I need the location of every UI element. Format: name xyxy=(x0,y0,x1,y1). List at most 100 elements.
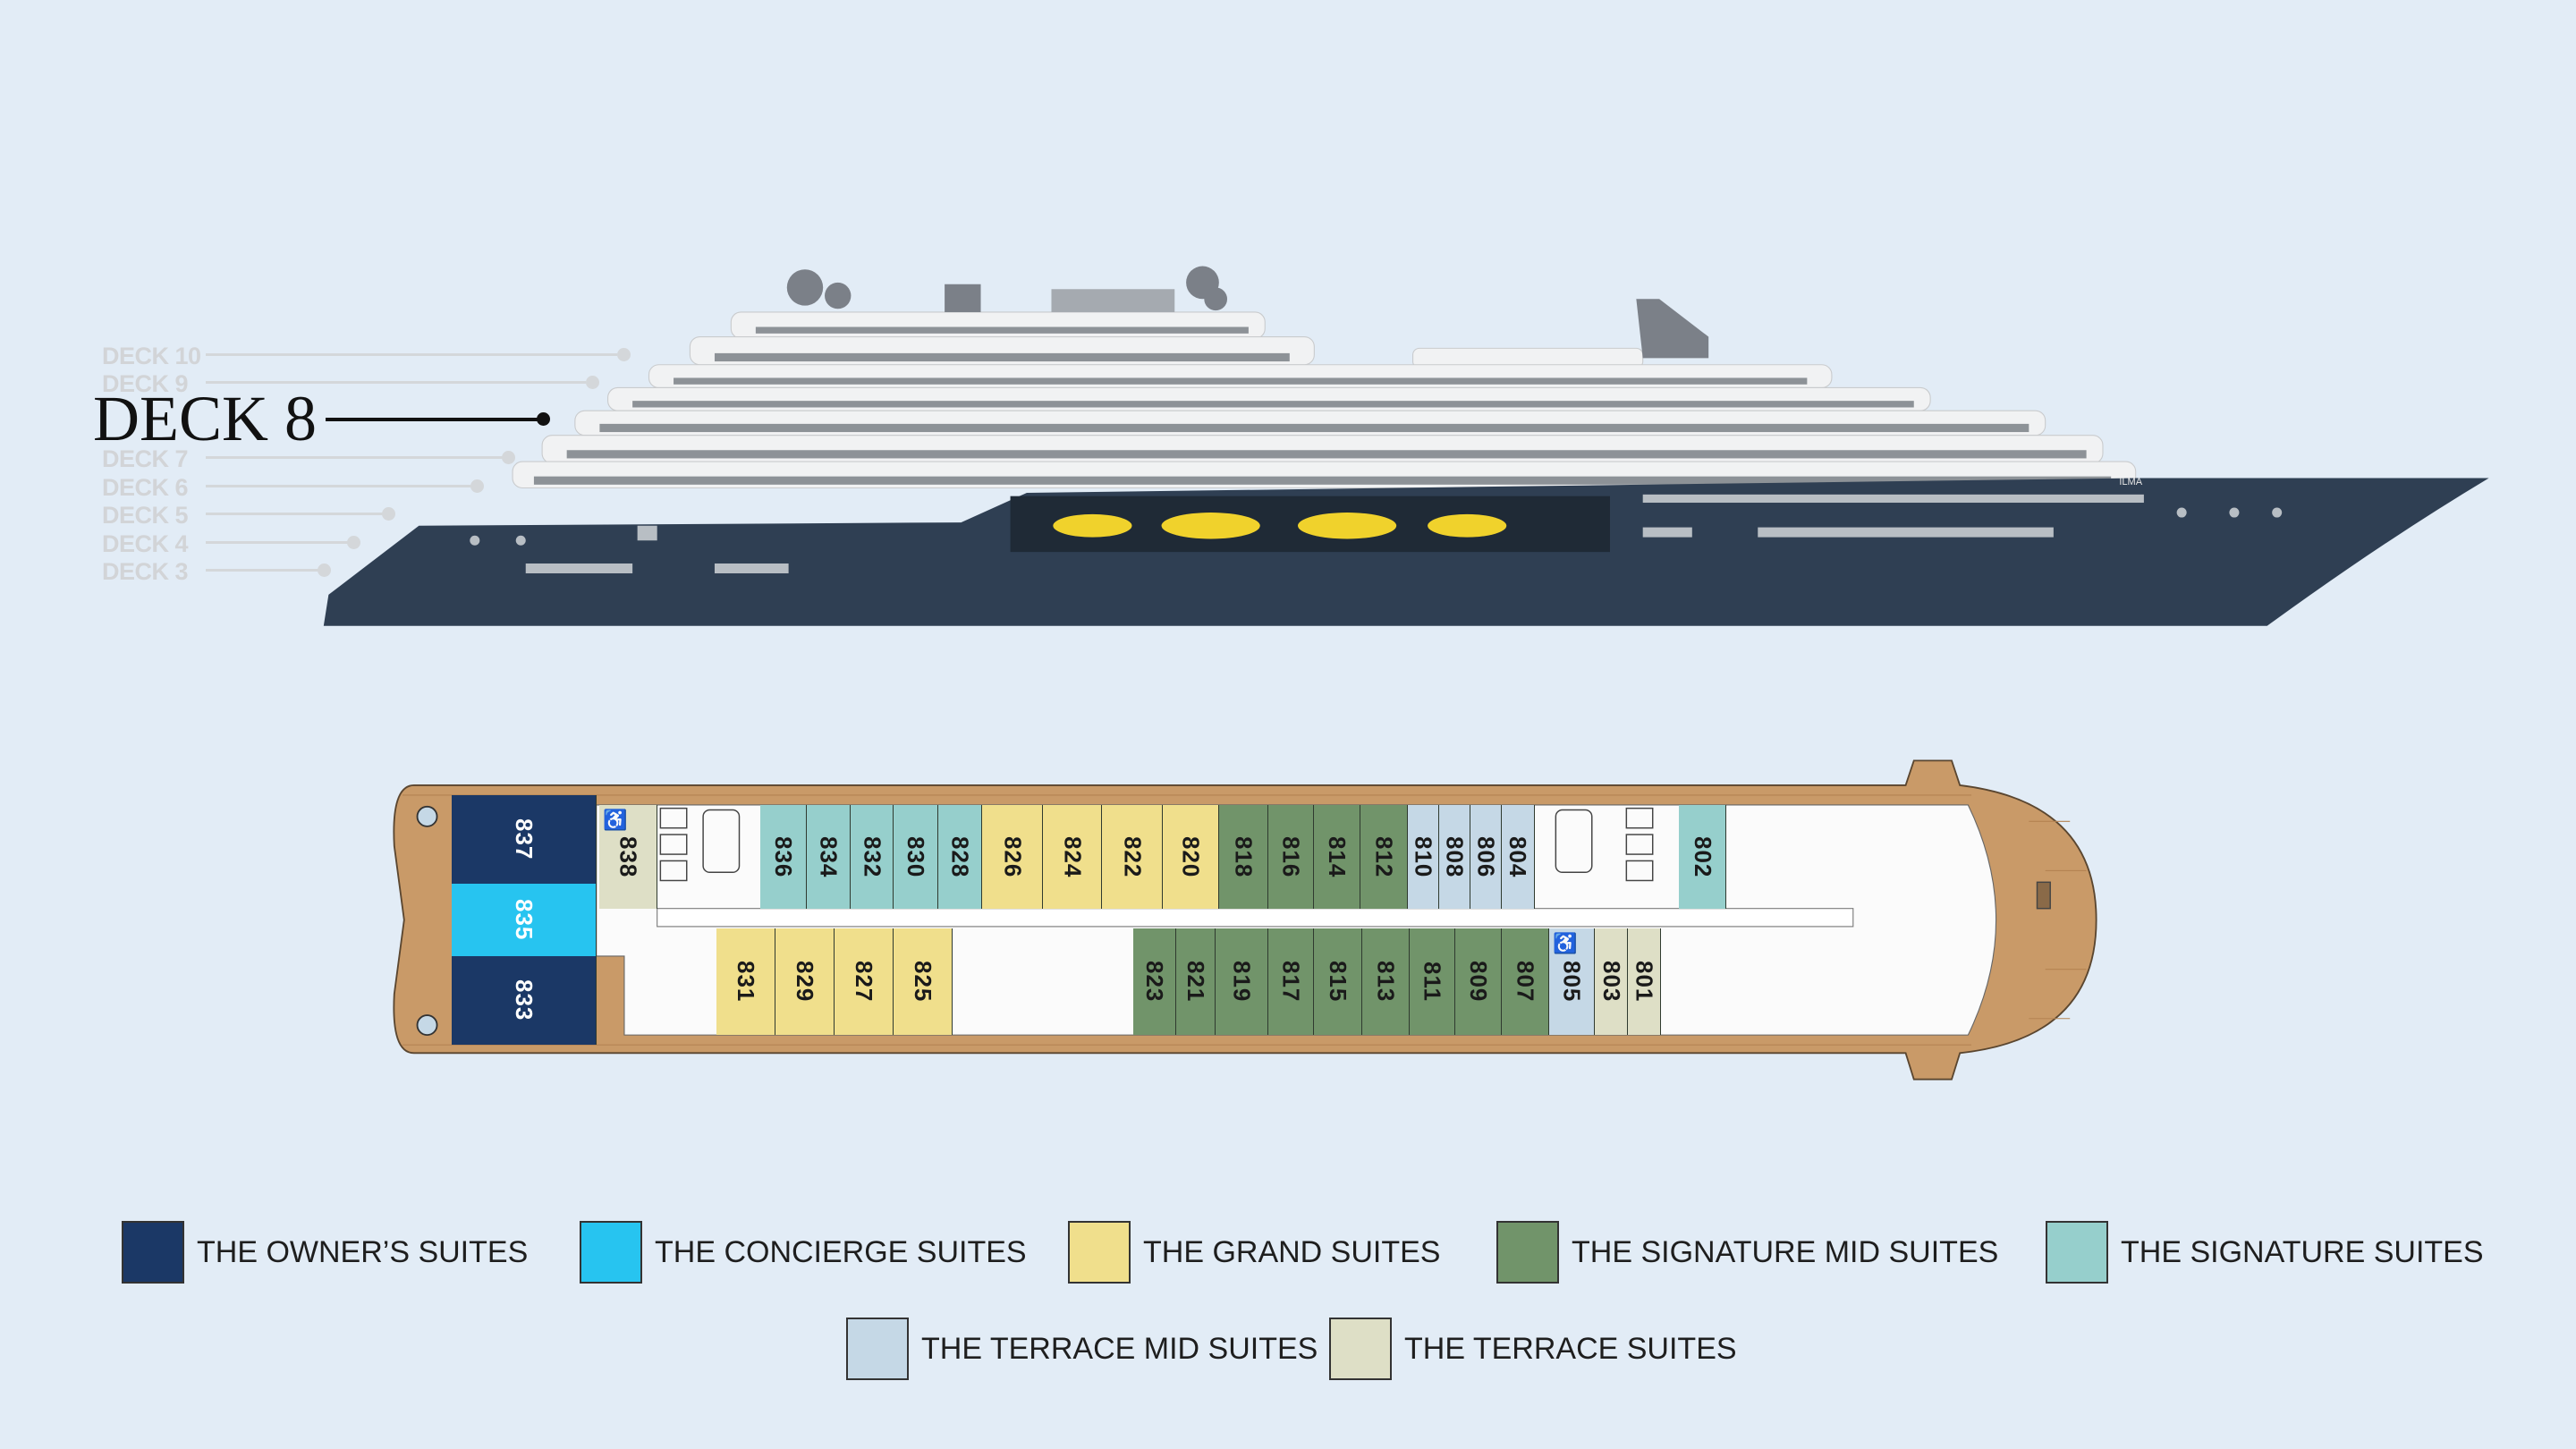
cabin-number: 811 xyxy=(1419,961,1446,1002)
cabin-814[interactable]: 814 xyxy=(1314,805,1360,909)
cabin-818[interactable]: 818 xyxy=(1218,805,1268,909)
legend-item-signature-mid: THE SIGNATURE MID SUITES xyxy=(1496,1221,1998,1284)
cabin-number: 822 xyxy=(1119,835,1147,878)
deck-9-dot[interactable] xyxy=(586,376,599,389)
cabin-834[interactable]: 834 xyxy=(806,805,852,909)
cabin-number: 812 xyxy=(1370,835,1398,878)
cabin-number: 832 xyxy=(859,835,886,878)
deck-6-dot[interactable] xyxy=(470,479,484,493)
deck-10-dot[interactable] xyxy=(617,348,631,361)
cabin-837[interactable]: 837 xyxy=(452,794,597,885)
cabin-801[interactable]: 801 xyxy=(1628,928,1661,1036)
cabin-812[interactable]: 812 xyxy=(1360,805,1409,909)
cabin-831[interactable]: 831 xyxy=(716,928,775,1036)
swatch-signature xyxy=(2046,1221,2108,1284)
cabin-827[interactable]: 827 xyxy=(835,928,894,1036)
swatch-signature-mid xyxy=(1496,1221,1559,1284)
cabin-821[interactable]: 821 xyxy=(1176,928,1216,1036)
domes xyxy=(786,266,1709,359)
stairs-and-elevators xyxy=(659,807,2051,910)
cabin-number: 835 xyxy=(510,899,538,941)
deck-3-dot[interactable] xyxy=(318,564,331,577)
legend-label: THE GRAND SUITES xyxy=(1143,1234,1441,1269)
deck-3-link[interactable]: DECK 3 xyxy=(102,558,189,585)
deck-8-line xyxy=(326,418,544,421)
deck-4-link[interactable]: DECK 4 xyxy=(102,530,189,557)
cabin-835[interactable]: 835 xyxy=(452,884,597,956)
cabin-825[interactable]: 825 xyxy=(894,928,953,1036)
cabin-806[interactable]: 806 xyxy=(1470,805,1502,909)
deck-5-dot[interactable] xyxy=(382,507,395,521)
cabin-number: 801 xyxy=(1631,961,1658,1003)
cabin-number: 803 xyxy=(1597,961,1625,1003)
cabin-810[interactable]: 810 xyxy=(1408,805,1439,909)
window-bands xyxy=(533,326,2112,485)
cabin-number: 821 xyxy=(1182,961,1210,1003)
legend-item-owners: THE OWNER’S SUITES xyxy=(122,1221,528,1284)
ship-name: ILMA xyxy=(2119,477,2142,487)
cabin-823[interactable]: 823 xyxy=(1133,928,1177,1036)
deck-7-link[interactable]: DECK 7 xyxy=(102,445,189,472)
legend-label: THE SIGNATURE SUITES xyxy=(2121,1234,2484,1269)
cabin-number: 809 xyxy=(1465,961,1493,1003)
cabin-number: 829 xyxy=(791,961,818,1003)
cabin-number: 824 xyxy=(1059,835,1087,878)
cabin-824[interactable]: 824 xyxy=(1043,805,1103,909)
cabin-number: 823 xyxy=(1141,961,1169,1003)
cabin-817[interactable]: 817 xyxy=(1267,928,1315,1036)
deck-9-link[interactable]: DECK 9 xyxy=(102,370,189,397)
cabin-811[interactable]: 811 xyxy=(1409,928,1456,1036)
cabin-number: 825 xyxy=(910,961,937,1003)
cabin-836[interactable]: 836 xyxy=(760,805,807,909)
lifeboats xyxy=(1053,513,1507,539)
cabin-816[interactable]: 816 xyxy=(1267,805,1315,909)
cabin-number: 819 xyxy=(1228,961,1256,1003)
cabin-829[interactable]: 829 xyxy=(775,928,835,1036)
cabin-number: 814 xyxy=(1324,835,1352,878)
legend-label: THE TERRACE MID SUITES xyxy=(921,1331,1318,1366)
cabin-819[interactable]: 819 xyxy=(1216,928,1268,1036)
cabin-804[interactable]: 804 xyxy=(1501,805,1535,909)
legend-item-terrace: THE TERRACE SUITES xyxy=(1329,1318,1737,1380)
deck-4-dot[interactable] xyxy=(347,536,360,549)
deck-5-line xyxy=(206,513,385,515)
accessible-icon: ♿ xyxy=(603,809,628,831)
cabin-808[interactable]: 808 xyxy=(1438,805,1470,909)
cabin-815[interactable]: 815 xyxy=(1314,928,1362,1036)
cabin-807[interactable]: 807 xyxy=(1501,928,1550,1036)
legend-label: THE SIGNATURE MID SUITES xyxy=(1572,1234,1999,1269)
deck-4-line xyxy=(206,541,349,544)
cabin-803[interactable]: 803 xyxy=(1595,928,1629,1036)
deck-8-current: DECK 8 xyxy=(93,383,317,454)
cabin-838[interactable]: 838♿ xyxy=(599,805,657,909)
cabin-833[interactable]: 833 xyxy=(452,955,597,1046)
cabin-number: 830 xyxy=(902,835,929,878)
legend-item-signature: THE SIGNATURE SUITES xyxy=(2046,1221,2484,1284)
cabin-number: 806 xyxy=(1472,835,1500,878)
cabin-832[interactable]: 832 xyxy=(851,805,894,909)
legend-item-concierge: THE CONCIERGE SUITES xyxy=(580,1221,1027,1284)
cabin-number: 818 xyxy=(1230,835,1258,878)
cabin-830[interactable]: 830 xyxy=(894,805,938,909)
deck-7-dot[interactable] xyxy=(502,451,515,464)
accessible-icon: ♿ xyxy=(1553,931,1578,954)
legend-label: THE TERRACE SUITES xyxy=(1404,1331,1737,1366)
cabin-826[interactable]: 826 xyxy=(982,805,1044,909)
cabin-820[interactable]: 820 xyxy=(1163,805,1219,909)
deck-9-line xyxy=(206,381,586,384)
cabin-number: 816 xyxy=(1277,835,1305,878)
cabin-822[interactable]: 822 xyxy=(1102,805,1164,909)
deck-10-link[interactable]: DECK 10 xyxy=(102,343,201,369)
cabin-number: 827 xyxy=(851,961,878,1003)
deck-5-link[interactable]: DECK 5 xyxy=(102,502,189,529)
cabin-809[interactable]: 809 xyxy=(1455,928,1502,1036)
corridor xyxy=(657,908,1854,928)
cabin-813[interactable]: 813 xyxy=(1361,928,1410,1036)
cabin-number: 828 xyxy=(946,835,974,878)
deck-6-link[interactable]: DECK 6 xyxy=(102,474,189,501)
cabin-828[interactable]: 828 xyxy=(937,805,983,909)
cabin-805[interactable]: 805♿ xyxy=(1549,928,1596,1036)
cabin-802[interactable]: 802 xyxy=(1679,805,1727,909)
cabin-number: 802 xyxy=(1689,835,1716,878)
deck-10-line xyxy=(206,353,617,356)
